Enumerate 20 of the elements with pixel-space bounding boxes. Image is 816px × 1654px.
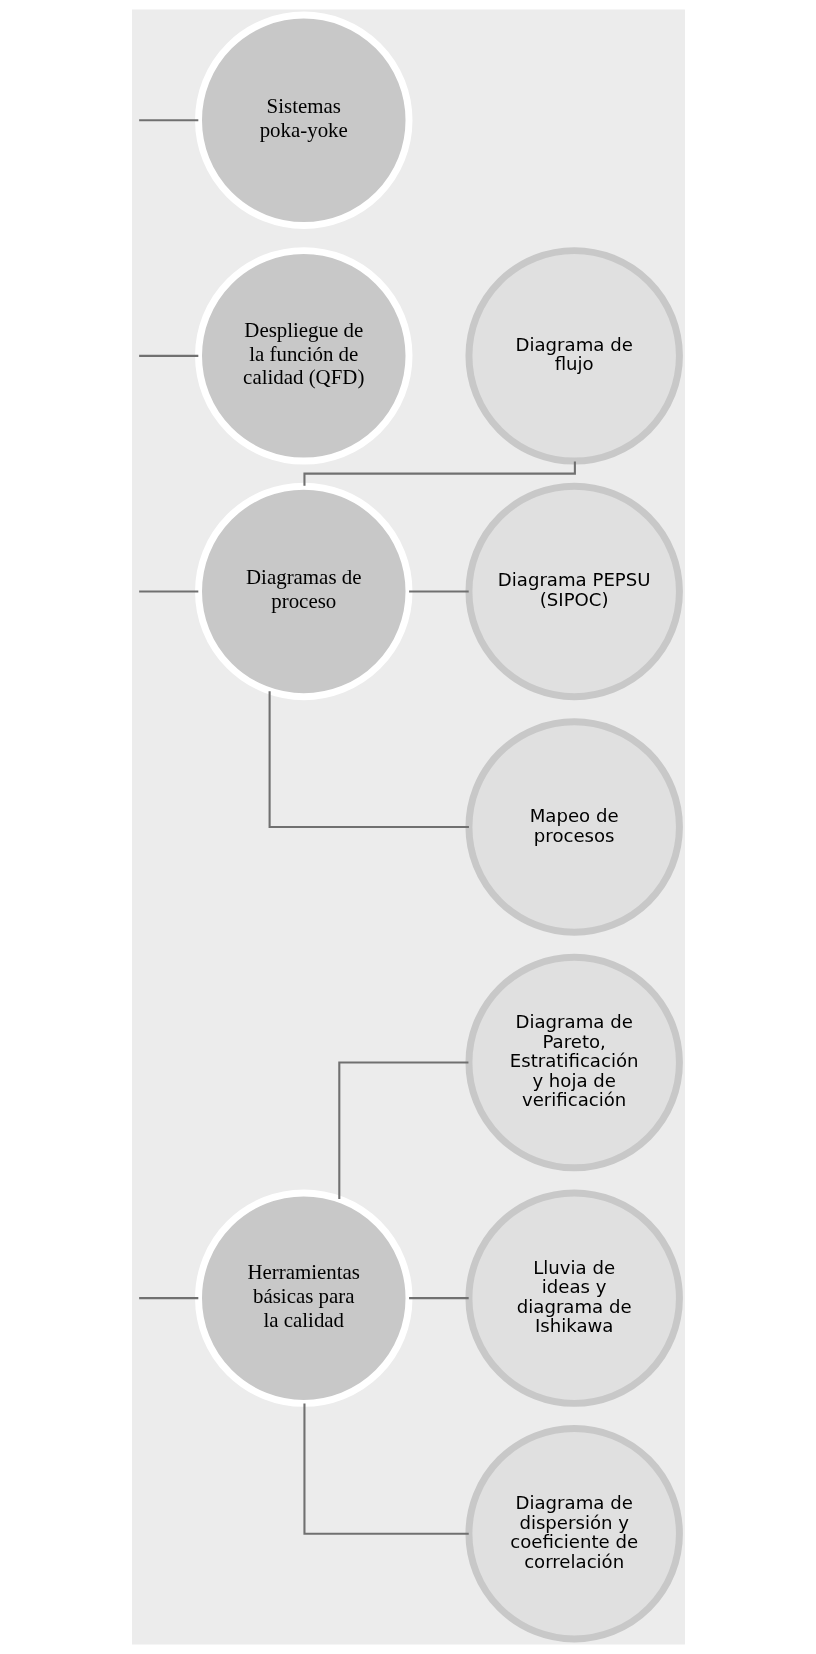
- connector: [138, 1297, 198, 1300]
- connector: [408, 1297, 469, 1300]
- connector: [138, 119, 198, 122]
- connector: [408, 590, 469, 593]
- node-circle: Diagrama de flujo: [464, 247, 683, 465]
- node-circle: Lluvia de ideas y diagrama de Ishikawa: [464, 1189, 683, 1407]
- node-circle: Mapeo de procesos: [464, 718, 683, 936]
- connector: [302, 461, 576, 486]
- connector: [268, 691, 469, 829]
- node-circle: Diagrama de dispersión y coeficiente de correlación: [464, 1425, 683, 1643]
- connector: [138, 354, 198, 357]
- node-circle: Diagrama PEPSU (SIPOC): [464, 482, 683, 701]
- connector: [337, 1061, 468, 1199]
- connector: [138, 590, 198, 593]
- node-circle: Sistemas poka-yoke: [194, 11, 412, 229]
- node-circle: Despliegue de la función de calidad (QFD): [194, 247, 412, 465]
- node-circle: Diagrama de Pareto, Estratificación y hoja de verificación: [464, 953, 683, 1172]
- node-circle: Diagramas de proceso: [194, 482, 412, 701]
- node-circle: Herramientas básicas para la calidad: [194, 1189, 412, 1407]
- connector: [302, 1403, 469, 1535]
